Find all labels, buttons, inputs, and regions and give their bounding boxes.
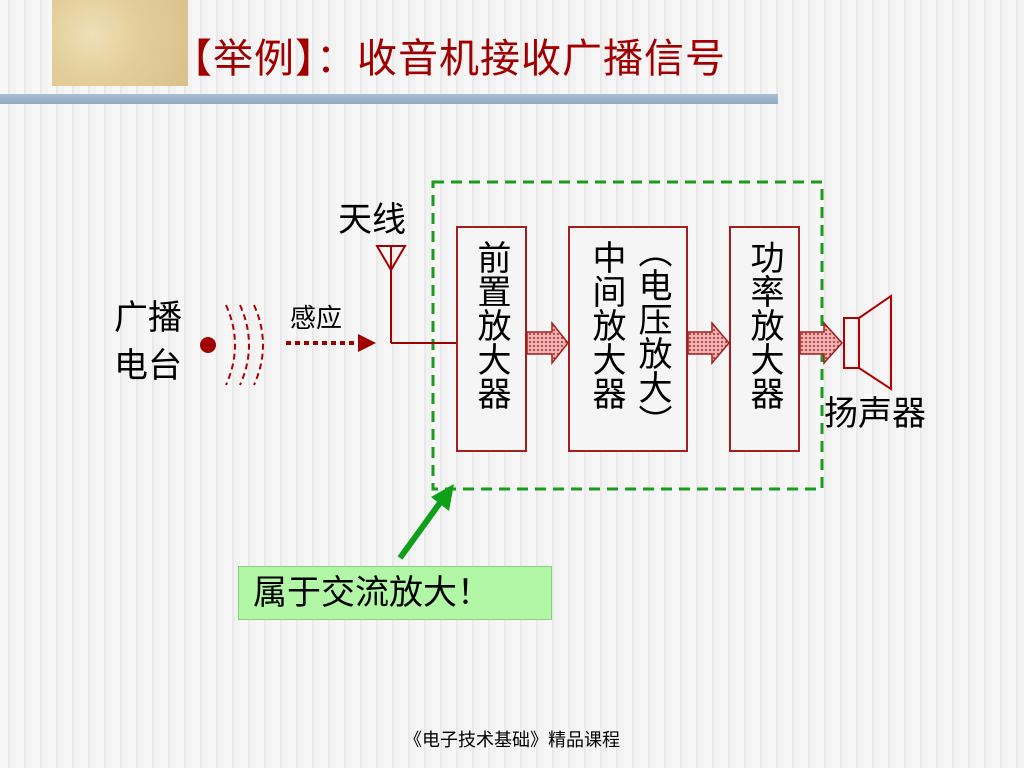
stage-arrow-1 [526, 320, 569, 366]
preamplifier-block: 前置放大器 [456, 226, 527, 452]
stage-arrow-3 [799, 321, 844, 365]
speaker-icon [843, 294, 892, 391]
station-dot [200, 337, 216, 353]
preamplifier-label: 前置放大器 [471, 240, 511, 410]
antenna-label: 天线 [338, 200, 406, 240]
intermediate-amplifier-label: 中间放大器 [586, 240, 626, 410]
speaker-label: 扬声器 [824, 394, 926, 434]
radio-waves [225, 304, 264, 386]
callout-pointer-line [397, 498, 445, 560]
ac-amplification-callout: 属于交流放大！ [238, 566, 552, 620]
corner-texture [52, 0, 188, 86]
title-rule [0, 94, 778, 104]
station-label-line1: 广播 [114, 298, 182, 338]
power-amplifier-block: 功率放大器 [729, 226, 800, 452]
callout-pointer-head [431, 484, 454, 511]
power-amplifier-label: 功率放大器 [744, 240, 784, 410]
induction-arrowhead [358, 334, 376, 352]
course-footer: 《电子技术基础》精品课程 [404, 730, 620, 751]
page-title: 【举例】：收音机接收广播信号 [172, 36, 726, 82]
station-label-line2: 电台 [114, 346, 182, 386]
induction-label: 感应 [290, 304, 343, 334]
stage-arrow-2 [687, 320, 730, 366]
voltage-amplification-label: （电压放大） [632, 234, 672, 438]
intermediate-amplifier-block: 中间放大器 （电压放大） [568, 226, 688, 452]
